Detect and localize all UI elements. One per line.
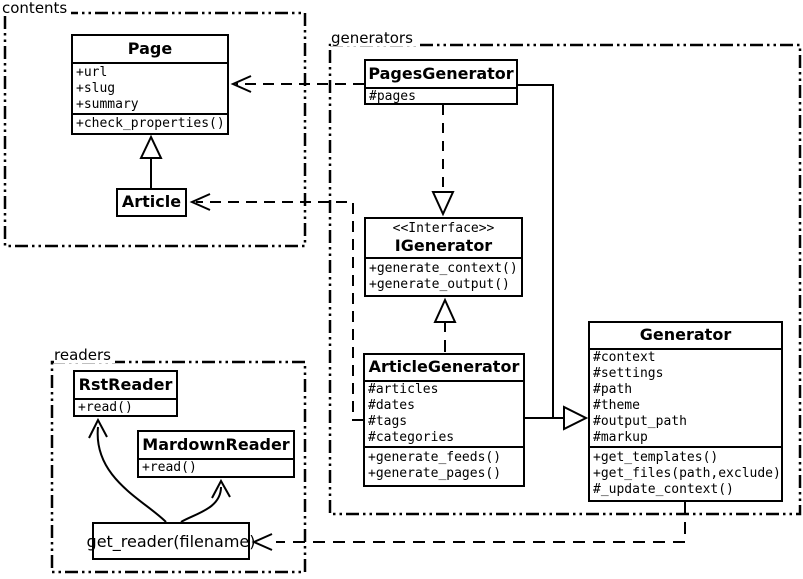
class-generator-title: Generator (639, 325, 732, 344)
class-pagesgenerator: PagesGenerator #pages (364, 59, 518, 105)
class-articlegenerator-attributes: #articles #dates #tags #categories (365, 380, 523, 446)
realization-igenerator-top-triangle (431, 191, 455, 217)
method-row: +get_files(path,exclude) (593, 466, 781, 481)
attribute-row: #dates (368, 398, 415, 413)
method-row: +read() (142, 460, 197, 475)
inheritance-pagesgenerator-generator-line (518, 84, 554, 418)
interface-igenerator-methods: +generate_context() +generate_output() (366, 257, 521, 295)
interface-igenerator-title: <<Interface>> IGenerator (366, 219, 521, 257)
attribute-row: #categories (368, 430, 455, 445)
inheritance-generator-triangle (563, 405, 589, 431)
package-label-contents: contents (2, 0, 72, 16)
class-pagesgenerator-title: PagesGenerator (368, 64, 514, 83)
attribute-row: +summary (76, 97, 139, 112)
attribute-row: #pages (369, 89, 416, 103)
class-articlegenerator: ArticleGenerator #articles #dates #tags … (363, 353, 525, 487)
attribute-row: #tags (368, 414, 408, 429)
class-generator: Generator #context #settings #path #them… (588, 321, 783, 502)
attribute-row: #path (593, 382, 633, 397)
attribute-row: #markup (593, 430, 648, 445)
attribute-row: #settings (593, 366, 664, 381)
method-row: +get_templates() (593, 450, 719, 465)
interface-name: IGenerator (394, 236, 493, 255)
attribute-row: #articles (368, 382, 439, 397)
dependency-article-arrowhead (189, 193, 211, 211)
class-rstreader-title: RstReader (78, 375, 173, 394)
attribute-row: #context (593, 350, 656, 365)
edge-rstreader-arrowhead (88, 417, 108, 439)
class-article-title: Article (121, 192, 182, 211)
dependency-articlegenerator-article-line (196, 201, 363, 421)
attribute-row: +url (76, 65, 108, 80)
realization-igenerator-bottom-triangle (433, 297, 457, 323)
interface-igenerator: <<Interface>> IGenerator +generate_conte… (364, 217, 523, 297)
package-readers-border (50, 360, 307, 574)
class-page-attributes: +url +slug +summary (73, 62, 227, 113)
class-pagesgenerator-attributes: #pages (366, 87, 516, 103)
method-row: +generate_pages() (368, 466, 502, 481)
interface-stereotype: <<Interface>> (392, 221, 495, 236)
package-contents-border (3, 11, 307, 248)
package-generators-border (328, 43, 802, 516)
method-row: +generate_context() (369, 261, 518, 276)
package-label-generators: generators (331, 30, 417, 46)
class-rstreader-methods: +read() (75, 398, 176, 415)
class-mardownreader-title: MardownReader (142, 435, 290, 454)
node-get-reader: get_reader(filename) (87, 522, 255, 560)
class-generator-methods: +get_templates() +get_files(path,exclude… (590, 446, 781, 500)
method-row: +read() (78, 400, 133, 415)
class-mardownreader-methods: +read() (139, 458, 293, 476)
method-row: +generate_output() (369, 277, 510, 292)
class-page-title: Page (127, 39, 173, 58)
method-row: +generate_feeds() (368, 450, 502, 465)
class-rstreader: RstReader +read() (73, 370, 178, 417)
dependency-getreader-arrowhead (251, 533, 273, 551)
attribute-row: #theme (593, 398, 640, 413)
edge-mardownreader-arrowhead (211, 478, 231, 499)
dependency-page-arrowhead (230, 75, 252, 93)
method-row: #_update_context() (593, 482, 734, 497)
node-get-reader-label: get_reader(filename) (86, 531, 256, 551)
class-mardownreader: MardownReader +read() (137, 430, 295, 478)
package-label-readers: readers (54, 347, 115, 363)
attribute-row: #output_path (593, 414, 687, 429)
class-articlegenerator-title: ArticleGenerator (368, 357, 520, 376)
class-articlegenerator-methods: +generate_feeds() +generate_pages() (365, 446, 523, 485)
inheritance-article-page-triangle (139, 134, 163, 159)
class-generator-attributes: #context #settings #path #theme #output_… (590, 348, 781, 446)
edge-getreader-rstreader-curve (96, 426, 167, 523)
method-row: +check_properties() (76, 116, 225, 131)
edge-getreader-mardownreader-curve (180, 486, 222, 523)
class-article: Article (116, 188, 187, 217)
dependency-generator-getreader-line (276, 502, 686, 543)
class-page: Page +url +slug +summary +check_properti… (71, 34, 229, 135)
attribute-row: +slug (76, 81, 116, 96)
class-page-methods: +check_properties() (73, 113, 227, 133)
